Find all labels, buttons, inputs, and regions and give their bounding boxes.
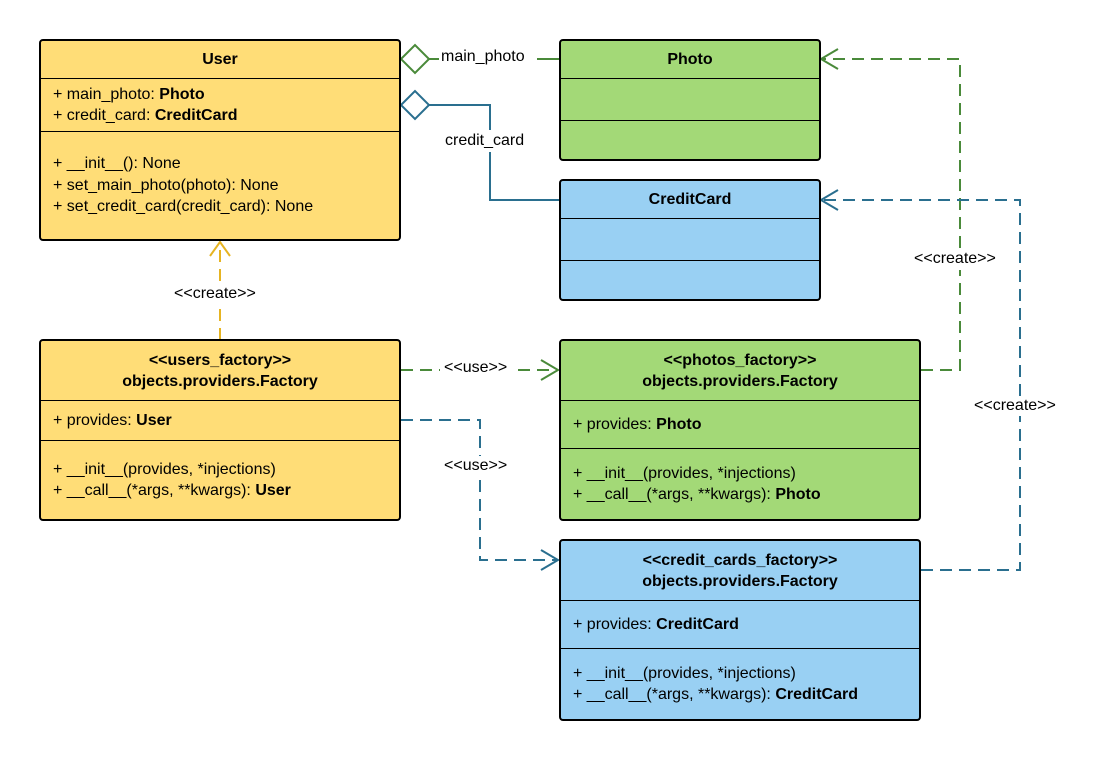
attributes-section — [561, 219, 819, 260]
attribute-row: + provides: User — [53, 411, 172, 429]
create-user-label: <<create>> — [172, 285, 258, 303]
main-photo-label: main_photo — [439, 48, 527, 66]
arrow-head-icon — [209, 240, 231, 257]
stereotype-label: <<photos_factory>> — [663, 351, 817, 369]
use-photos-factory-dependency — [401, 359, 560, 381]
stereotype-label: <<users_factory>> — [148, 351, 292, 369]
method-row: + __init__(): None — [53, 155, 181, 173]
credit-card-label: credit_card — [443, 132, 527, 150]
attribute-row: + provides: Photo — [573, 415, 702, 433]
create-user-dependency — [209, 240, 231, 340]
class-title: objects.providers.Factory — [642, 372, 838, 390]
class-title: Photo — [561, 41, 819, 79]
attribute-row: + provides: CreditCard — [573, 615, 739, 633]
attributes-section: + provides: Photo — [561, 401, 919, 448]
attributes-section — [561, 79, 819, 120]
stereotype-label: <<credit_cards_factory>> — [642, 551, 838, 569]
attribute-row: + credit_card: CreditCard — [53, 107, 238, 124]
create-photo-dependency — [819, 48, 961, 371]
class-header: <<photos_factory>> objects.providers.Fac… — [561, 341, 919, 401]
method-row: + set_main_photo(photo): None — [53, 176, 279, 194]
attribute-row: + main_photo: Photo — [53, 85, 205, 103]
credit-card-aggregation — [399, 89, 560, 201]
method-row: + __call__(*args, **kwargs): Photo — [573, 486, 821, 503]
photo-class[interactable]: Photo — [559, 39, 821, 161]
method-row: + __init__(provides, *injections) — [53, 460, 276, 478]
class-title: objects.providers.Factory — [642, 572, 838, 590]
user-class[interactable]: User + main_photo: Photo + credit_card: … — [39, 39, 401, 241]
credit-card-class[interactable]: CreditCard — [559, 179, 821, 301]
method-row: + __init__(provides, *injections) — [573, 464, 796, 482]
method-row: + __call__(*args, **kwargs): User — [53, 482, 291, 499]
methods-section: + __init__(provides, *injections) + __ca… — [41, 440, 399, 519]
attributes-section: + provides: CreditCard — [561, 601, 919, 648]
methods-section — [561, 260, 819, 299]
credit-cards-factory-class[interactable]: <<credit_cards_factory>> objects.provide… — [559, 539, 921, 721]
create-credit-card-label: <<create>> — [972, 397, 1058, 415]
use-photos-label: <<use>> — [442, 359, 510, 377]
class-header: <<users_factory>> objects.providers.Fact… — [41, 341, 399, 401]
methods-section: + __init__(provides, *injections) + __ca… — [561, 448, 919, 519]
methods-section: + __init__(provides, *injections) + __ca… — [561, 648, 919, 719]
arrow-head-icon — [540, 549, 560, 571]
methods-section: + __init__(): None + set_main_photo(phot… — [41, 131, 399, 239]
class-header: <<credit_cards_factory>> objects.provide… — [561, 541, 919, 601]
use-credit-cards-label: <<use>> — [442, 457, 510, 475]
arrow-head-icon — [540, 359, 560, 381]
photos-factory-class[interactable]: <<photos_factory>> objects.providers.Fac… — [559, 339, 921, 521]
users-factory-class[interactable]: <<users_factory>> objects.providers.Fact… — [39, 339, 401, 521]
method-row: + set_credit_card(credit_card): None — [53, 198, 314, 216]
attributes-section: + provides: User — [41, 401, 399, 440]
create-credit-card-dependency — [819, 189, 1021, 571]
method-row: + __call__(*args, **kwargs): CreditCard — [573, 686, 858, 703]
use-credit-cards-factory-dependency — [401, 419, 560, 571]
method-row: + __init__(provides, *injections) — [573, 664, 796, 682]
create-photo-label: <<create>> — [912, 250, 998, 268]
class-title: CreditCard — [561, 181, 819, 219]
arrow-head-icon — [819, 48, 839, 70]
attributes-section: + main_photo: Photo + credit_card: Credi… — [41, 79, 399, 131]
class-title: objects.providers.Factory — [122, 372, 318, 390]
arrow-head-icon — [819, 189, 839, 211]
methods-section — [561, 120, 819, 159]
aggregation-diamond-icon — [399, 43, 431, 75]
aggregation-diamond-icon — [399, 89, 431, 121]
main-photo-aggregation — [399, 43, 560, 75]
class-title: User — [41, 41, 399, 79]
